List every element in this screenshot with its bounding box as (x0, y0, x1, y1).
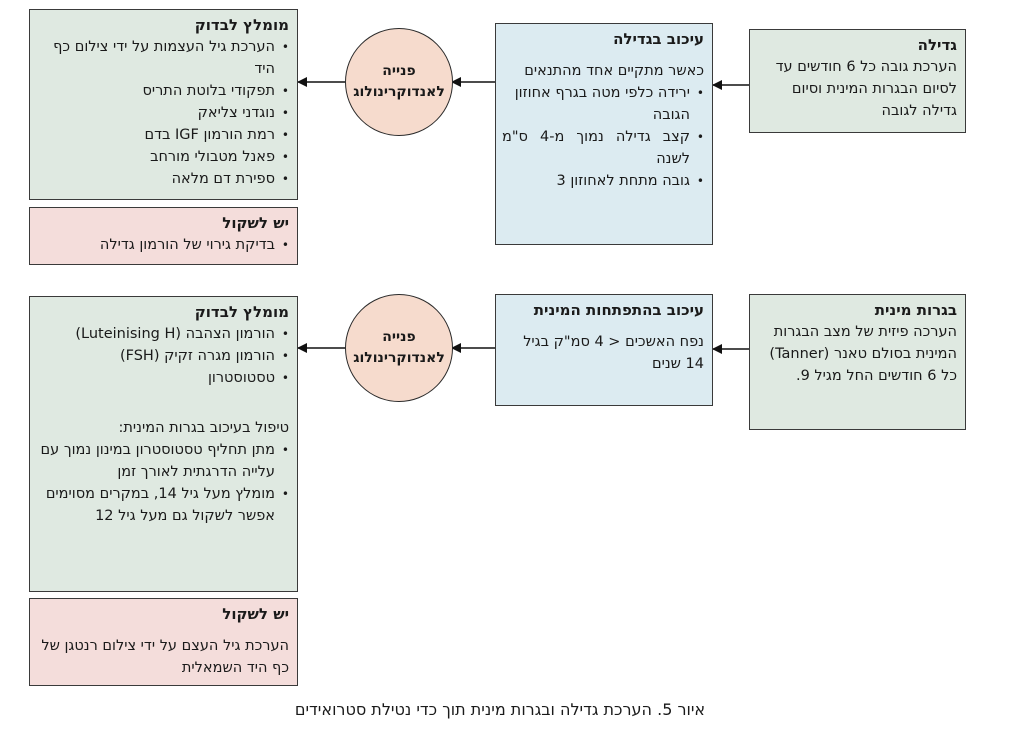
list-item: רמת הורמון IGF בדם (36, 124, 289, 146)
puberty-box: בגרות מינית הערכה פיזית של מצב הבגרות המ… (749, 294, 966, 430)
puberty-consider-box: יש לשקול הערכת גיל העצם על ידי צילום רנט… (29, 598, 298, 686)
list-item: קצב גדילה נמוך מ-4 ס"מ לשנה (502, 126, 704, 170)
referral-line2: לאנדוקרינולוג (353, 84, 445, 100)
treatment-list: מתן תחליף טסטוסטרון במינון נמוך עם עלייה… (36, 439, 289, 527)
recommended-title: מומלץ לבדוק (194, 16, 289, 34)
list-item: מומלץ מעל גיל 14, במקרים מסוימים אפשר לש… (36, 483, 289, 527)
consider-text: הערכת גיל העצם על ידי צילום רנטגן של כף … (41, 638, 289, 676)
puberty-delay-text: נפח האשכים < 4 סמ"ק בגיל 14 שנים (523, 334, 704, 372)
list-item: ספירת דם מלאה (36, 168, 289, 190)
growth-title: גדילה (917, 36, 957, 54)
list-item: הורמון מגרה זקיק (FSH) (36, 345, 289, 367)
consider-list: בדיקת גירוי של הורמון גדילה (36, 234, 289, 256)
referral-line1: פנייה (382, 329, 416, 345)
list-item: בדיקת גירוי של הורמון גדילה (36, 234, 289, 256)
figure-caption: איור 5. הערכת גדילה ובגרות מינית תוך כדי… (294, 700, 706, 719)
list-item: פאנל מטבולי מורחב (36, 146, 289, 168)
list-item: גובה מתחת לאחוזון 3 (502, 170, 704, 192)
growth-box: גדילה הערכת גובה כל 6 חודשים עד לסיום הב… (749, 29, 966, 133)
growth-delay-intro: כאשר מתקיים אחד מהתנאים (524, 63, 704, 79)
puberty-text: הערכה פיזית של מצב הבגרות המינית בסולם ט… (769, 324, 957, 384)
growth-delay-list: ירידה כלפי מטה בגרף אחוזון הגובה קצב גדי… (502, 82, 704, 192)
puberty-recommended-box: מומלץ לבדוק הורמון הצהבה (Luteinising H)… (29, 296, 298, 592)
list-item: טסטוסטרון (36, 367, 289, 389)
consider-title: יש לשקול (222, 605, 289, 623)
puberty-delay-box: עיכוב בהתפתחות המינית נפח האשכים < 4 סמ"… (495, 294, 713, 406)
recommended-list: הורמון הצהבה (Luteinising H) הורמון מגרה… (36, 323, 289, 389)
growth-text: הערכת גובה כל 6 חודשים עד לסיום הבגרות ה… (775, 59, 957, 119)
list-item: ירידה כלפי מטה בגרף אחוזון הגובה (502, 82, 704, 126)
referral-line1: פנייה (382, 63, 416, 79)
puberty-title: בגרות מינית (874, 301, 957, 319)
growth-recommended-box: מומלץ לבדוק הערכת גיל העצמות על ידי צילו… (29, 9, 298, 200)
recommended-title: מומלץ לבדוק (194, 303, 289, 321)
referral-line2: לאנדוקרינולוג (353, 350, 445, 366)
growth-consider-box: יש לשקול בדיקת גירוי של הורמון גדילה (29, 207, 298, 265)
recommended-list: הערכת גיל העצמות על ידי צילום כף היד תפק… (36, 36, 289, 190)
list-item: הערכת גיל העצמות על ידי צילום כף היד (36, 36, 289, 80)
puberty-delay-title: עיכוב בהתפתחות המינית (533, 301, 704, 319)
referral-circle-bottom: פנייה לאנדוקרינולוג (345, 294, 453, 402)
consider-title: יש לשקול (222, 214, 289, 232)
list-item: נוגדני צליאק (36, 102, 289, 124)
growth-delay-title: עיכוב בגדילה (613, 30, 704, 48)
treatment-title: טיפול בעיכוב בגרות המינית: (118, 420, 289, 436)
list-item: מתן תחליף טסטוסטרון במינון נמוך עם עלייה… (36, 439, 289, 483)
list-item: הורמון הצהבה (Luteinising H) (36, 323, 289, 345)
referral-circle-top: פנייה לאנדוקרינולוג (345, 28, 453, 136)
growth-delay-box: עיכוב בגדילה כאשר מתקיים אחד מהתנאים ירי… (495, 23, 713, 245)
list-item: תפקודי בלוטת התריס (36, 80, 289, 102)
